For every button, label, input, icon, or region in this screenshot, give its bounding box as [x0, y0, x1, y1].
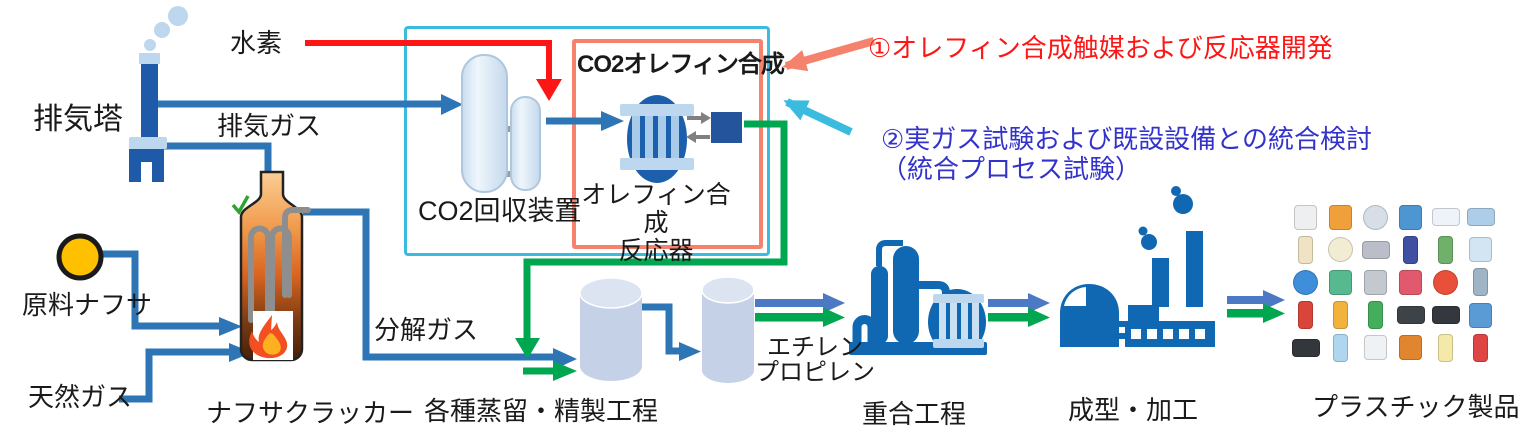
food-trays-icon — [1364, 335, 1387, 361]
dust-box-icon — [1364, 269, 1387, 295]
exhaust-gas-label: 排気ガス — [217, 111, 322, 141]
hangers-icon — [1396, 306, 1425, 325]
recycle-lines-green — [515, 120, 788, 381]
toy-blocks-icon — [1399, 269, 1422, 295]
screwdriver-icon — [1368, 301, 1383, 330]
olefin-reactor-label: オレフィン合成 反応器 — [570, 181, 742, 265]
plastic-products-collage — [1288, 201, 1498, 364]
flow-lines-blue — [101, 100, 679, 403]
cracked-gas-line — [303, 208, 553, 361]
storage-pot-icon — [1399, 335, 1422, 361]
polymerization-label: 重合工程 — [862, 399, 967, 429]
molding-label: 成型・加工 — [1068, 395, 1199, 425]
note2-text-line2: （統合プロセス試験） — [881, 154, 1142, 184]
cracker-coil-icon — [248, 207, 311, 323]
water-bottle-icon — [1333, 333, 1348, 362]
distillation-label: 各種蒸留・精製工程 — [424, 396, 659, 426]
note1-pointer-arrow — [782, 37, 876, 72]
distillation-column-2-icon — [701, 276, 755, 383]
polymerization-plant-icon — [849, 240, 987, 355]
beach-ball-icon — [1433, 269, 1458, 295]
cleaning-brushes-icon — [1473, 268, 1488, 297]
raw-naphtha-line — [101, 250, 219, 330]
co2-recovery-label: CO2回収装置 — [418, 196, 582, 226]
hydrogen-label: 水素 — [230, 28, 283, 58]
document-pouch-icon — [1469, 237, 1492, 263]
molding-factory-icon — [1060, 186, 1215, 347]
plastic-bag-icon — [1294, 204, 1317, 230]
eco-check-icon — [231, 195, 250, 216]
raw-naphtha-label: 原料ナフサ — [22, 290, 153, 320]
hydrogen-line — [305, 40, 562, 101]
clear-box-icon — [1431, 208, 1460, 227]
video-tapes-icon — [1431, 306, 1460, 325]
naphtha-cracker-label: ナフサクラッカー — [206, 398, 415, 428]
note2-pointer-arrow — [783, 98, 853, 136]
comb-icon — [1298, 301, 1313, 330]
pens-rulers-icon — [1438, 235, 1453, 264]
smoke-bubble-icon — [154, 22, 170, 38]
note2-text-line1: ②実ガス試験および既設設備との統合検討 — [881, 124, 1373, 154]
tape-dispenser-icon — [1361, 240, 1390, 259]
lighters-icon — [1333, 301, 1348, 330]
integration-scope-box — [404, 26, 770, 256]
exhaust-tower-label: 排気塔 — [33, 103, 123, 136]
plastic-products-label: プラスチック製品 — [1312, 392, 1520, 422]
spray-bottle-icon — [1473, 333, 1488, 362]
bucket-icon — [1399, 204, 1422, 230]
note1-text: ①オレフィン合成触媒および反応器開発 — [868, 33, 1333, 63]
co2-olefin-box-title: CO2オレフィン合成 — [577, 51, 785, 78]
camera-case-icon — [1291, 338, 1320, 357]
binder-icon — [1403, 235, 1418, 264]
exhaust-gas-line — [163, 142, 272, 176]
naphtha-cracker-icon — [231, 170, 311, 362]
ethylene-label: エチレン — [767, 334, 863, 361]
detergent-bottle-icon — [1438, 333, 1453, 362]
smoke-bubble-icon — [168, 6, 188, 26]
snack-packet-icon — [1329, 204, 1352, 230]
distillation-column-1-icon — [579, 277, 643, 381]
natural-gas-line — [119, 348, 229, 403]
olefin-reactor-label-line2: 反応器 — [618, 237, 694, 265]
cd-discs-icon — [1363, 204, 1388, 230]
olefin-reactor-icon — [620, 95, 694, 183]
raw-naphtha-icon — [56, 233, 104, 281]
hose-coil-icon — [1293, 269, 1318, 295]
stage-arrows — [755, 290, 1285, 327]
natural-gas-label: 天然ガス — [28, 382, 133, 412]
propylene-label: プロピレン — [755, 359, 875, 386]
wooden-spoons-icon — [1298, 235, 1313, 264]
flame-icon — [249, 315, 288, 359]
smoke-bubble-icon — [144, 39, 156, 51]
cracked-gas-label: 分解ガス — [374, 315, 479, 345]
alarm-clock-icon — [1469, 302, 1492, 328]
olefin-reactor-label-line1: オレフィン合成 — [581, 181, 731, 237]
cylinder1-to-cylinder2-line — [641, 303, 679, 355]
rubber-gloves-icon — [1329, 269, 1352, 295]
plate-icon — [1328, 237, 1353, 263]
separator-unit-icon — [711, 112, 742, 143]
co2-recovery-unit-icon — [461, 54, 541, 193]
co2-olefin-synthesis-box — [572, 39, 763, 249]
exhaust-tower-icon — [129, 6, 188, 182]
storage-box-icon — [1466, 208, 1495, 227]
reactor-exchange-arrows-icon — [686, 112, 711, 143]
